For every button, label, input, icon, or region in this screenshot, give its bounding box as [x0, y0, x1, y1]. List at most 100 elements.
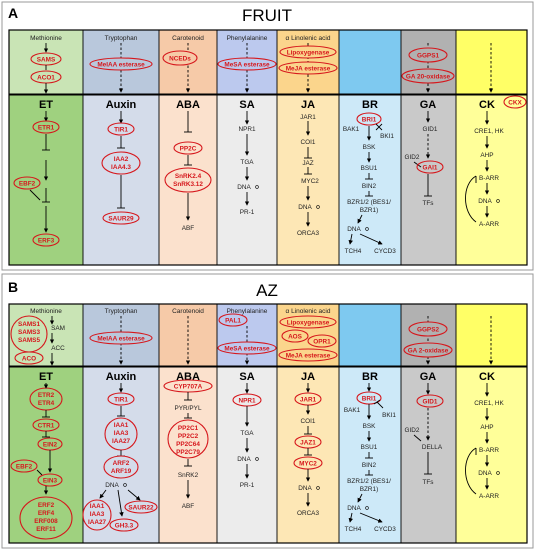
gene-mesa-esterase: MeSA esterase [224, 62, 270, 69]
auxin-iaa3: IAA3 [114, 430, 129, 437]
precursor-tryptophan-b: Tryptophan [105, 308, 138, 315]
br-bri1-b: BRI1 [362, 396, 377, 403]
gene-sams3: SAMS3 [18, 329, 40, 336]
et-etr1: ETR1 [38, 125, 55, 132]
ck-ahp-b: AHP [480, 424, 493, 431]
panel-b-title: AZ [256, 281, 278, 300]
br-top-bg [339, 30, 401, 94]
br-top-bg-b [339, 304, 401, 366]
gene-meja-esterase: MeJA esterase [286, 66, 331, 73]
br-bottom-bg-b [339, 367, 401, 543]
gene-lipoxygenase: Lipoxygenase [287, 50, 330, 57]
hormone-et-b: ET [39, 371, 53, 383]
hormone-br-b: BR [362, 371, 378, 383]
precursor-methionine-b: Methionine [30, 308, 62, 315]
ja-orca3-b: ORCA3 [297, 510, 319, 517]
aba-snrk2: SnRK2 [178, 472, 199, 479]
br-bri1: BRI1 [362, 117, 377, 124]
hormone-ja: JA [301, 99, 315, 111]
ck-b-arr-b: B-ARR [479, 447, 499, 454]
ck-cre1: CRE1, HK [474, 128, 504, 135]
ga-bottom-bg [401, 95, 456, 265]
ck-ahp: AHP [480, 152, 493, 159]
et-erf11: ERF11 [36, 526, 56, 533]
hormone-aba: ABA [176, 99, 200, 111]
sa-pr1-b: PR-1 [240, 482, 255, 489]
hormone-br: BR [362, 99, 378, 111]
et-bottom-bg-b [9, 367, 83, 543]
br-bzr-line2-b: BZR1) [360, 486, 378, 493]
hormone-et: ET [39, 99, 53, 111]
ja-jar1-b: JAR1 [300, 397, 317, 404]
br-tch4-b: TCH4 [345, 526, 362, 533]
hormone-auxin: Auxin [106, 99, 137, 111]
panel-a-title: FRUIT [242, 6, 292, 25]
et-erf4: ERF4 [38, 510, 55, 517]
panel-a: A FRUIT Methionine Tryptophan Caro [1, 1, 534, 271]
auxin-tir1-b: TIR1 [114, 397, 128, 404]
sa-pr1: PR-1 [240, 209, 255, 216]
aba-pp2c: PP2C [180, 146, 197, 153]
ja-jaz1: JAZ1 [300, 440, 316, 447]
ck-a-arr-b: A-ARR [479, 493, 499, 500]
br-cycd3: CYCD3 [374, 248, 396, 255]
ja-jaz: JAZ [302, 160, 313, 167]
et-erf008: ERF008 [34, 518, 58, 525]
ga-gid1-b: GID1 [423, 399, 438, 406]
et-erf2: ERF2 [38, 502, 55, 509]
ck-dna-b: DNA [478, 470, 492, 477]
ja-jar1: JAR1 [300, 114, 316, 121]
ja-dna-b: DNA [298, 485, 312, 492]
ck-b-arr: B-ARR [479, 175, 499, 182]
br-tch4: TCH4 [345, 248, 362, 255]
ck-a-arr: A-ARR [479, 221, 499, 228]
ck-top-bg-b [456, 304, 527, 366]
ck-dna: DNA [478, 198, 492, 205]
precursor-methionine: Methionine [30, 35, 62, 42]
precursor-phenylalanine: Phenylalanine [227, 35, 268, 42]
sa-dna: DNA [237, 184, 251, 191]
precursor-carotenoid-b: Carotenoid [172, 308, 204, 315]
ja-coi1-b: COI1 [301, 418, 316, 425]
et-etr4: ETR4 [38, 400, 55, 407]
hormone-ga: GA [420, 99, 437, 111]
auxin-iaa2: IAA2 [114, 156, 129, 163]
auxin-iaa27: IAA27 [112, 438, 131, 445]
aba-pp2c64: PP2C64 [176, 441, 200, 448]
hormone-aba-b: ABA [176, 371, 200, 383]
hormone-sa-b: SA [239, 371, 254, 383]
br-bsu1: BSU1 [361, 165, 378, 172]
hormone-sa: SA [239, 99, 254, 111]
sa-npr1: NPR1 [238, 126, 255, 133]
auxin-out-iaa27: IAA27 [88, 519, 107, 526]
ja-orca3: ORCA3 [297, 230, 319, 237]
gene-sams5: SAMS5 [18, 337, 40, 344]
br-bzr-line2: BZR1) [360, 207, 378, 214]
et-etr2: ETR2 [38, 392, 55, 399]
ck-bottom-bg [456, 95, 527, 265]
precursor-linolenic: α Linolenic acid [286, 35, 331, 42]
sa-bottom-bg-b [217, 367, 277, 543]
br-bki1: BKI1 [380, 133, 394, 140]
ga-bottom-bg-b [401, 367, 456, 543]
auxin-iaa4-3: IAA4.3 [111, 164, 131, 171]
gene-aco: ACO [22, 356, 36, 363]
aba-abf: ABF [182, 225, 195, 232]
ja-dna: DNA [298, 204, 312, 211]
precursor-linolenic-b: α Linolenic acid [286, 308, 331, 315]
et-ctr1: CTR1 [38, 423, 55, 430]
gene-meiaa-esterase: MeIAA esterase [97, 62, 145, 69]
auxin-arf19: ARF19 [111, 468, 132, 475]
gene-pal1: PAL1 [225, 318, 241, 325]
ga-gai1: GAI1 [423, 165, 438, 172]
gene-mesa-esterase-b: MeSA esterase [224, 346, 270, 353]
acc: ACC [51, 345, 65, 352]
br-bottom-bg [339, 95, 401, 265]
br-dna: DNA [347, 226, 361, 233]
aba-pp2c79: PP2C79 [176, 449, 200, 456]
auxin-arf2: ARF2 [113, 460, 130, 467]
et-ebf2: EBF2 [19, 181, 36, 188]
et-ein3: EIN3 [43, 478, 58, 485]
